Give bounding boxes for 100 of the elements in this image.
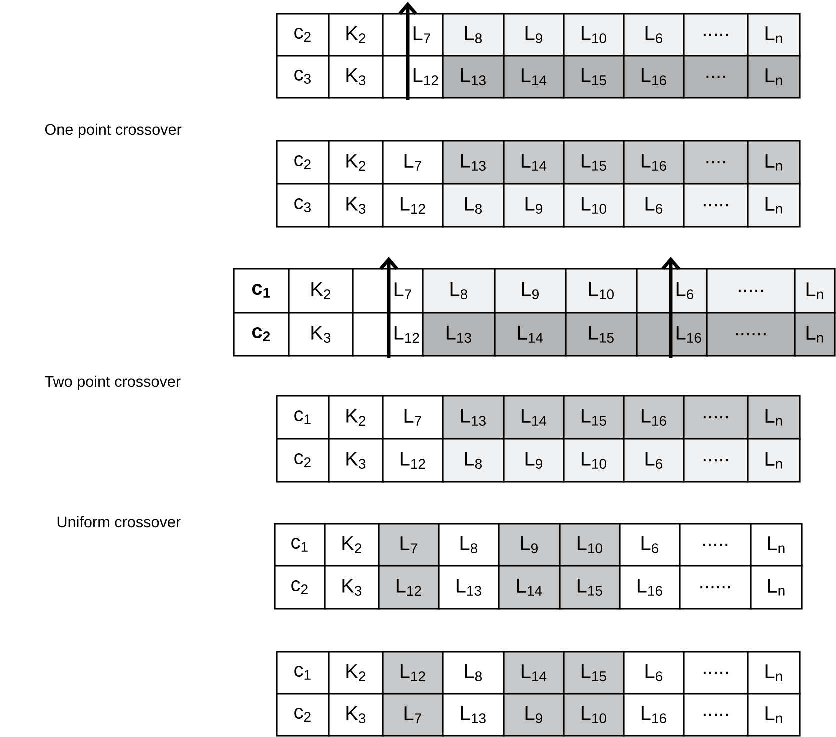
table-cell: c$_{2}$	[233, 312, 290, 357]
table-cell: L$_{15}$	[563, 651, 625, 695]
table-cell: L$_{12}$	[382, 651, 444, 695]
table-cell: L$_{14}$	[503, 55, 565, 99]
table-cell: L$_{n}$	[794, 268, 836, 314]
table-cell: c$_{1}$	[276, 651, 330, 695]
table-cell: L$_{13}$	[422, 312, 496, 357]
table-cell: L$_{n}$	[750, 523, 803, 567]
table-cell: K$_{2}$	[328, 395, 384, 440]
table-cell: .....	[683, 693, 749, 737]
table-cell: c$_{2}$	[276, 140, 330, 185]
table-cell: L$_{n}$	[747, 651, 801, 695]
table-cell: L$_{9}$	[498, 523, 561, 567]
table-cell: L$_{n}$	[747, 140, 801, 185]
table-cell: L$_{7}$	[352, 268, 424, 314]
table-cell: L$_{14}$	[503, 140, 565, 185]
table-cell: L$_{15}$	[565, 312, 638, 357]
table-cell: L$_{10}$	[559, 523, 621, 567]
table-cell: L$_{9}$	[503, 438, 565, 483]
table-cell: L$_{12}$	[382, 55, 444, 99]
table-cell: L$_{10}$	[563, 693, 625, 737]
table-cell: L$_{n}$	[750, 565, 803, 610]
table-cell: L$_{12}$	[382, 183, 444, 228]
table-cell: L$_{n}$	[747, 55, 801, 99]
table-cell: L$_{10}$	[563, 13, 625, 57]
table-cell: c$_{1}$	[274, 523, 326, 567]
table-cell: L$_{8}$	[442, 438, 505, 483]
table-cell: .....	[679, 523, 752, 567]
table-cell: L$_{16}$	[636, 312, 708, 357]
table-cell: L$_{n}$	[747, 395, 801, 440]
table-cell: L$_{6}$	[623, 183, 685, 228]
table-cell: L$_{14}$	[494, 312, 567, 357]
table-cell: L$_{14}$	[503, 651, 565, 695]
table-cell: L$_{16}$	[619, 565, 681, 610]
table-cell: L$_{n}$	[794, 312, 836, 357]
section-heading: Uniform crossover	[58, 516, 181, 528]
table-cell: L$_{7}$	[378, 523, 440, 567]
table-cell: .....	[683, 651, 749, 695]
table-cell: L$_{9}$	[494, 268, 567, 314]
table-cell: c$_{2}$	[276, 13, 330, 57]
table-cell: L$_{13}$	[442, 395, 505, 440]
table-cell: L$_{14}$	[498, 565, 561, 610]
table-cell: L$_{7}$	[382, 395, 444, 440]
table-cell: L$_{6}$	[623, 438, 685, 483]
section-heading: Two point crossover	[45, 376, 181, 390]
table-cell: K$_{2}$	[328, 651, 384, 695]
table-cell: K$_{3}$	[328, 438, 384, 483]
section-heading: One point crossover	[45, 124, 182, 138]
table-cell: L$_{9}$	[503, 183, 565, 228]
table-cell: L$_{15}$	[563, 140, 625, 185]
table-cell: .....	[683, 13, 749, 57]
table-cell: L$_{10}$	[563, 438, 625, 483]
table-cell: K$_{3}$	[328, 183, 384, 228]
table-cell: L$_{16}$	[623, 55, 685, 99]
table-cell: c$_{1}$	[233, 268, 290, 314]
table-cell: L$_{9}$	[503, 13, 565, 57]
table-cell: L$_{16}$	[623, 693, 685, 737]
table-cell: K$_{2}$	[324, 523, 380, 567]
table-cell: .....	[683, 395, 749, 440]
table-cell: .....	[683, 183, 749, 228]
table-cell: L$_{n}$	[747, 693, 801, 737]
table-cell: K$_{2}$	[328, 140, 384, 185]
table-cell: L$_{n}$	[747, 13, 801, 57]
table-cell: ......	[679, 565, 752, 610]
table-cell: c$_{3}$	[276, 183, 330, 228]
table-cell: L$_{13}$	[442, 55, 505, 99]
table-cell: c$_{1}$	[276, 395, 330, 440]
table-cell: ....	[683, 55, 749, 99]
table-cell: L$_{15}$	[559, 565, 621, 610]
table-cell: L$_{6}$	[619, 523, 681, 567]
table-cell: L$_{8}$	[442, 13, 505, 57]
table-cell: L$_{8}$	[442, 651, 505, 695]
table-cell: L$_{14}$	[503, 395, 565, 440]
table-cell: L$_{6}$	[636, 268, 708, 314]
table-cell: L$_{n}$	[747, 183, 801, 228]
table-cell: L$_{16}$	[623, 395, 685, 440]
table-cell: L$_{9}$	[503, 693, 565, 737]
table-cell: L$_{10}$	[565, 268, 638, 314]
table-cell: L$_{13}$	[442, 140, 505, 185]
table-cell: L$_{6}$	[623, 651, 685, 695]
table-cell: c$_{3}$	[276, 55, 330, 99]
table-cell: K$_{2}$	[328, 13, 384, 57]
table-cell: L$_{6}$	[623, 13, 685, 57]
table-cell: L$_{12}$	[382, 438, 444, 483]
table-cell: c$_{2}$	[274, 565, 326, 610]
table-cell: L$_{7}$	[382, 140, 444, 185]
table-cell: L$_{15}$	[563, 395, 625, 440]
table-cell: L$_{16}$	[623, 140, 685, 185]
table-cell: c$_{2}$	[276, 438, 330, 483]
table-cell: K$_{3}$	[328, 55, 384, 99]
table-cell: L$_{8}$	[442, 183, 505, 228]
table-cell: L$_{13}$	[438, 565, 500, 610]
table-cell: K$_{3}$	[324, 565, 380, 610]
table-cell: ....	[683, 140, 749, 185]
table-cell: c$_{2}$	[276, 693, 330, 737]
table-cell: L$_{7}$	[382, 13, 444, 57]
table-cell: K$_{2}$	[288, 268, 354, 314]
table-cell: L$_{10}$	[563, 183, 625, 228]
table-cell: L$_{n}$	[747, 438, 801, 483]
table-cell: K$_{3}$	[288, 312, 354, 357]
